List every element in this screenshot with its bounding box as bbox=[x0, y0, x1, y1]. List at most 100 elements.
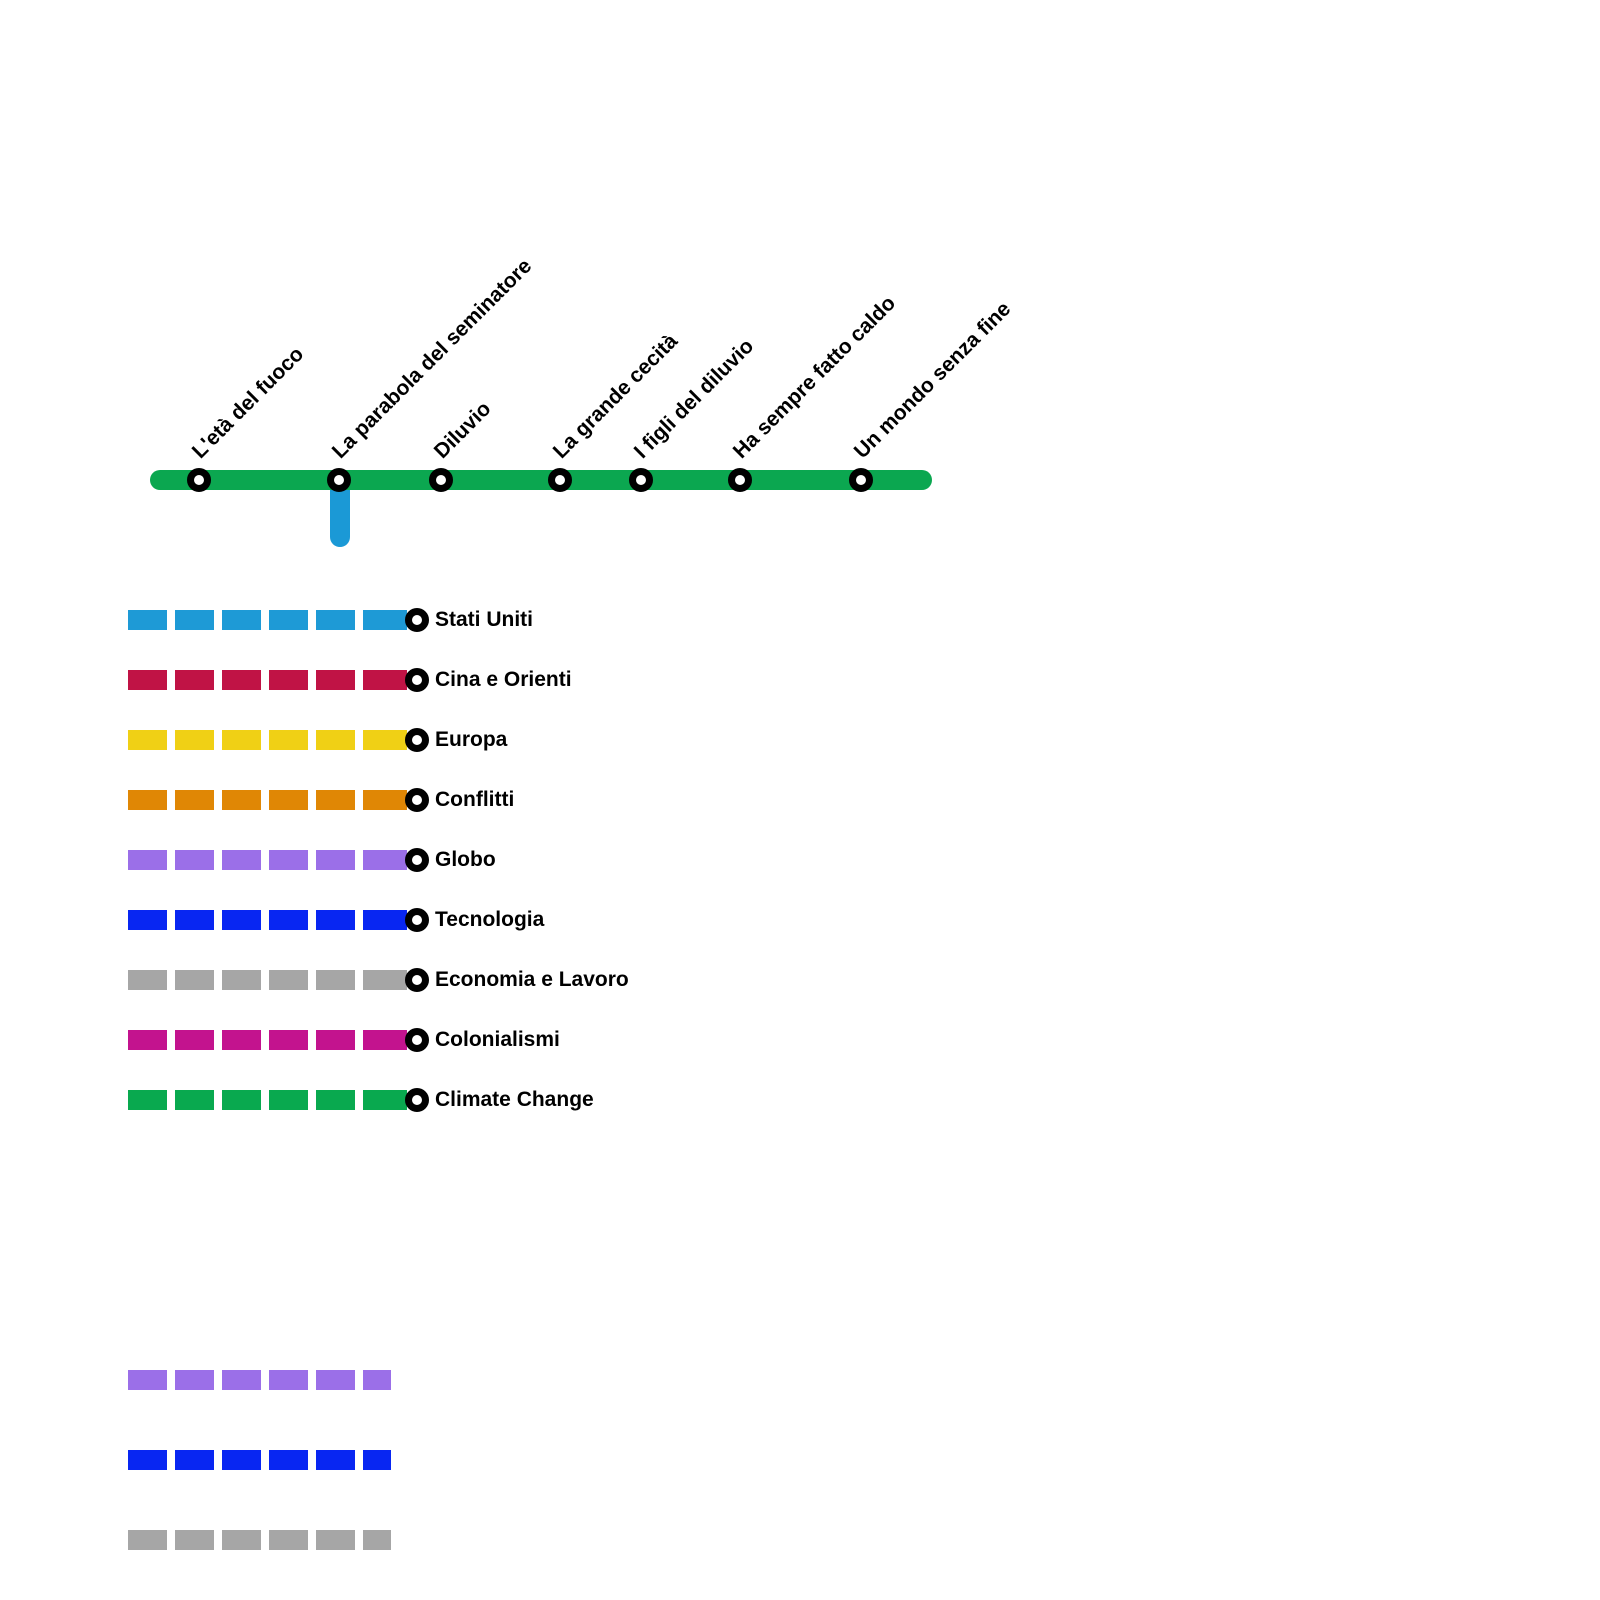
legend-line-dash bbox=[269, 790, 308, 810]
legend-line-dash bbox=[175, 670, 214, 690]
extra-line-dash bbox=[316, 1450, 355, 1470]
legend-station-icon bbox=[405, 788, 429, 812]
legend-label: Economia e Lavoro bbox=[435, 968, 629, 991]
legend-line-dash bbox=[316, 730, 355, 750]
extra-line-dash bbox=[269, 1370, 308, 1390]
legend-line-dash bbox=[128, 1090, 167, 1110]
legend-label: Stati Uniti bbox=[435, 608, 533, 631]
legend-line-dash bbox=[175, 850, 214, 870]
legend-row: Conflitti bbox=[128, 788, 688, 812]
extra-line-dash bbox=[222, 1530, 261, 1550]
legend-line-dash bbox=[316, 910, 355, 930]
legend-line-dash bbox=[269, 850, 308, 870]
legend-line-dash bbox=[269, 910, 308, 930]
branch-line bbox=[330, 480, 350, 547]
main-line bbox=[150, 470, 932, 490]
legend-line-dash bbox=[175, 910, 214, 930]
legend-line-dash bbox=[363, 610, 407, 630]
legend-row: Economia e Lavoro bbox=[128, 968, 688, 992]
legend-row: Colonialismi bbox=[128, 1028, 688, 1052]
legend-label: Cina e Orienti bbox=[435, 668, 572, 691]
extra-line-dash bbox=[316, 1530, 355, 1550]
legend-line-dash bbox=[128, 790, 167, 810]
legend-line-dash bbox=[316, 1090, 355, 1110]
legend-line-dash bbox=[363, 910, 407, 930]
extra-line-dash bbox=[128, 1450, 167, 1470]
extra-line-dash bbox=[316, 1370, 355, 1390]
extra-line-row bbox=[128, 1450, 428, 1470]
station-marker bbox=[429, 468, 453, 492]
legend-line-dash bbox=[316, 610, 355, 630]
extra-line-dash bbox=[128, 1530, 167, 1550]
legend-label: Conflitti bbox=[435, 788, 515, 811]
legend-line-dash bbox=[363, 970, 407, 990]
legend-line-dash bbox=[363, 790, 407, 810]
extra-line-dash bbox=[363, 1530, 391, 1550]
legend-line-dash bbox=[175, 790, 214, 810]
station-label: L'età del fuoco bbox=[187, 342, 309, 463]
legend-line-dash bbox=[222, 790, 261, 810]
legend-station-icon bbox=[405, 968, 429, 992]
legend-station-icon bbox=[405, 908, 429, 932]
legend-row: Cina e Orienti bbox=[128, 668, 688, 692]
legend-line-dash bbox=[316, 790, 355, 810]
legend-row: Europa bbox=[128, 728, 688, 752]
legend-line-dash bbox=[316, 850, 355, 870]
legend-line-dash bbox=[222, 670, 261, 690]
legend-line-dash bbox=[128, 670, 167, 690]
legend-line-dash bbox=[222, 910, 261, 930]
legend-line-dash bbox=[175, 610, 214, 630]
station-marker bbox=[187, 468, 211, 492]
legend-line-dash bbox=[128, 610, 167, 630]
legend-line-dash bbox=[269, 730, 308, 750]
legend-line-dash bbox=[175, 970, 214, 990]
extra-line-row bbox=[128, 1370, 428, 1390]
legend-line-dash bbox=[269, 610, 308, 630]
legend-label: Globo bbox=[435, 848, 496, 871]
extra-line-dash bbox=[363, 1370, 391, 1390]
extra-line-dash bbox=[175, 1370, 214, 1390]
legend-station-icon bbox=[405, 668, 429, 692]
legend-line-dash bbox=[316, 970, 355, 990]
extra-line-dash bbox=[363, 1450, 391, 1470]
station-marker bbox=[548, 468, 572, 492]
legend-station-icon bbox=[405, 1028, 429, 1052]
extra-line-dash bbox=[222, 1370, 261, 1390]
station-marker bbox=[629, 468, 653, 492]
extra-line-dash bbox=[175, 1450, 214, 1470]
extra-line-dash bbox=[128, 1370, 167, 1390]
legend-station-icon bbox=[405, 848, 429, 872]
legend-line-dash bbox=[269, 1030, 308, 1050]
extra-line-row bbox=[128, 1530, 428, 1550]
legend-label: Europa bbox=[435, 728, 508, 751]
legend-station-icon bbox=[405, 1088, 429, 1112]
legend-line-dash bbox=[222, 1030, 261, 1050]
extra-line-dash bbox=[222, 1450, 261, 1470]
legend-line-dash bbox=[128, 970, 167, 990]
legend-line-dash bbox=[269, 1090, 308, 1110]
legend-line-dash bbox=[222, 730, 261, 750]
station-marker bbox=[849, 468, 873, 492]
station-marker bbox=[728, 468, 752, 492]
legend-row: Climate Change bbox=[128, 1088, 688, 1112]
legend-line-dash bbox=[269, 670, 308, 690]
legend-line-dash bbox=[316, 1030, 355, 1050]
extra-line-dash bbox=[269, 1530, 308, 1550]
station-marker bbox=[327, 468, 351, 492]
station-label: Diluvio bbox=[429, 397, 496, 463]
legend-line-dash bbox=[175, 1090, 214, 1110]
legend-line-dash bbox=[222, 610, 261, 630]
legend-line-dash bbox=[128, 850, 167, 870]
legend-line-dash bbox=[128, 910, 167, 930]
legend-line-dash bbox=[222, 1090, 261, 1110]
extra-line-dash bbox=[175, 1530, 214, 1550]
legend-line-dash bbox=[269, 970, 308, 990]
extra-line-dash bbox=[269, 1450, 308, 1470]
legend-line-dash bbox=[363, 670, 407, 690]
station-label: La parabola del seminatore bbox=[327, 254, 537, 463]
legend-line-dash bbox=[316, 670, 355, 690]
legend-line-dash bbox=[363, 1090, 407, 1110]
legend-line-dash bbox=[128, 1030, 167, 1050]
legend-line-dash bbox=[363, 850, 407, 870]
legend-label: Climate Change bbox=[435, 1088, 594, 1111]
